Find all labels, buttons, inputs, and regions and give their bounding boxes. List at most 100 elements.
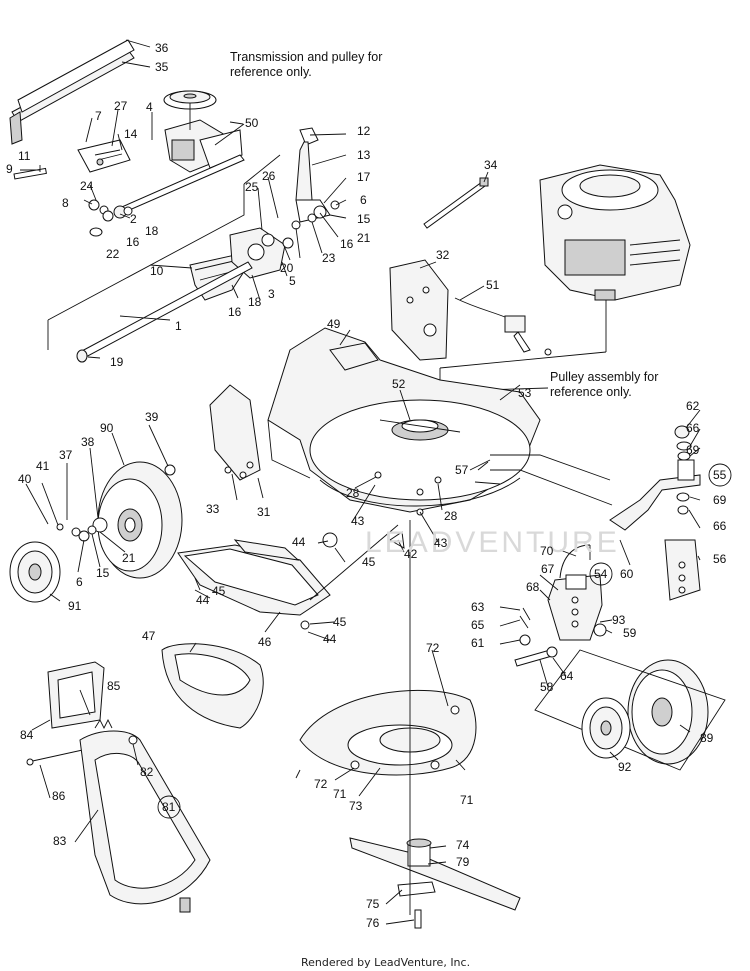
callout-93: 93 [612,613,626,627]
callout-86: 86 [52,789,66,803]
callout-3: 3 [268,287,275,301]
callout-56: 56 [713,552,727,566]
callout-27: 27 [114,99,128,113]
pivot-hardware-62-69 [674,425,695,515]
callout-73: 73 [349,799,363,813]
callout-16-left: 16 [126,235,140,249]
transmission-box-outline [47,154,281,350]
bracket-14-27 [77,139,131,173]
callout-34: 34 [484,158,498,172]
callout-51: 51 [486,278,500,292]
callout-63: 63 [471,600,485,614]
pulley-50 [163,90,217,110]
callout-28-left: 28 [346,486,360,500]
watermark: LEADVENTURE [365,526,620,559]
callout-85: 85 [107,679,121,693]
callout-10: 10 [150,264,164,278]
callout-9: 9 [6,162,13,176]
mower-deck-49 [267,327,541,513]
small-hardware-left [88,199,133,237]
callout-43-right: 43 [434,536,448,550]
callout-83: 83 [53,834,67,848]
mulch-plug-46 [177,539,331,616]
callout-33: 33 [206,502,220,516]
callout-79: 79 [456,855,470,869]
callout-69-lower: 69 [713,493,727,507]
callout-23: 23 [322,251,336,265]
callout-54-circle [589,562,613,586]
pulley-note-line-1: Pulley assembly for [550,370,658,384]
callout-47: 47 [142,629,156,643]
callout-55: 55 [713,468,727,482]
rear-wheel-90 [97,461,183,579]
baffle-rail-35-36 [9,39,151,145]
callout-82: 82 [140,765,154,779]
callout-57: 57 [455,463,469,477]
wheel-hardware-left [56,463,108,542]
cable-tie-34 [423,177,489,229]
callout-45-upper: 45 [362,555,376,569]
engine-bracket-32 [389,259,449,361]
callout-25: 25 [245,180,259,194]
callout-44-upper: 44 [292,535,306,549]
callout-8: 8 [62,196,69,210]
footer-credit: Rendered by LeadVenture, Inc. [301,956,470,969]
transmission-note-line-1: Transmission and pulley for [230,50,382,64]
callout-26: 26 [262,169,276,183]
callout-64: 64 [560,669,574,683]
callout-39: 39 [145,410,159,424]
callout-70: 70 [540,544,554,558]
callout-65: 65 [471,618,485,632]
callout-31: 31 [257,505,271,519]
callout-49: 49 [327,317,341,331]
baffle-73 [299,689,477,776]
callout-35: 35 [155,60,169,74]
callout-92: 92 [618,760,632,774]
shift-lever-12-13 [291,127,340,230]
callout-21-upper: 21 [357,231,371,245]
callout-62: 62 [686,399,700,413]
callout-66-upper: 66 [686,421,700,435]
callout-40: 40 [18,472,32,486]
callout-54: 54 [594,567,608,581]
height-adjuster-arm-right [474,454,701,531]
pulley-note-line-2: reference only. [550,385,632,399]
callout-43-left: 43 [351,514,365,528]
grass-bag-83 [79,730,211,913]
callout-6-lower: 6 [76,575,83,589]
bag-rod-86 [26,739,129,766]
callout-55-circle [708,463,732,487]
front-wheel-89 [534,649,726,771]
callout-84: 84 [20,728,34,742]
callout-44-left: 44 [196,593,210,607]
callout-36: 36 [155,41,169,55]
callout-91: 91 [68,599,82,613]
callout-71-left: 71 [333,787,347,801]
height-bracket-56 [664,539,701,601]
callout-15-upper: 15 [357,212,371,226]
leader-lines [20,109,701,925]
callout-67: 67 [541,562,555,576]
deflector-47 [161,643,264,729]
callout-20: 20 [280,261,294,275]
callout-75: 75 [366,897,380,911]
blade-adapter-52 [379,419,461,441]
callout-53: 53 [518,386,532,400]
callout-90: 90 [100,421,114,435]
side-discharge-door-33 [209,384,261,481]
callout-32: 32 [436,248,450,262]
hubcap-91 [9,541,61,603]
callout-76: 76 [366,916,380,930]
callout-2: 2 [130,212,137,226]
callout-37: 37 [59,448,73,462]
callout-68: 68 [526,580,540,594]
blade-79 [349,837,521,929]
callout-59: 59 [623,626,637,640]
callout-1: 1 [175,319,182,333]
callout-81-circle [157,795,181,819]
callout-44-lower: 44 [323,632,337,646]
callout-18-left: 18 [145,224,159,238]
callout-74: 74 [456,838,470,852]
